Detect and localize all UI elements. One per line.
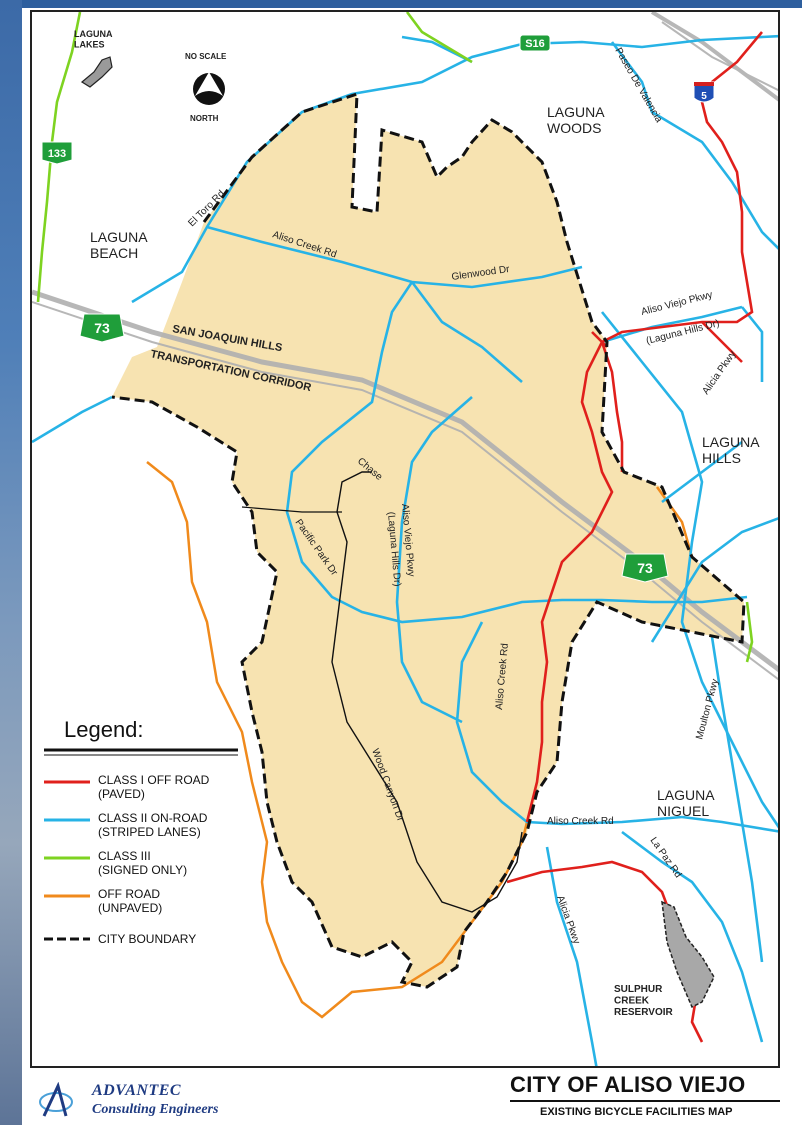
svg-text:S16: S16 xyxy=(525,38,545,50)
legend-class1-line2: (PAVED) xyxy=(98,787,145,801)
route-73-shield-west: 73 xyxy=(79,313,125,343)
legend-title: Legend: xyxy=(64,717,144,742)
route-133-shield: 133 xyxy=(41,141,73,165)
north-label: NORTH xyxy=(190,114,219,123)
north-arrow-icon xyxy=(193,72,225,105)
legend-offroad-line1: OFF ROAD xyxy=(98,887,160,901)
logo-subtitle: Consulting Engineers xyxy=(92,1102,219,1117)
footer xyxy=(22,1068,802,1125)
chase-trail xyxy=(241,506,342,513)
no-scale-label: NO SCALE xyxy=(185,52,227,61)
svg-text:5: 5 xyxy=(701,91,707,102)
aliso-viejo-pkwy-top-label: Aliso Viejo Pkwy xyxy=(640,290,714,318)
svg-text:133: 133 xyxy=(48,148,66,160)
svg-text:73: 73 xyxy=(94,320,110,336)
city-area xyxy=(112,94,744,987)
map-subtitle: EXISTING BICYCLE FACILITIES MAP xyxy=(540,1106,733,1118)
title-rule xyxy=(510,1100,780,1102)
legend-class2-line1: CLASS II ON-ROAD xyxy=(98,811,208,825)
top-band xyxy=(0,0,802,8)
legend-boundary-line1: CITY BOUNDARY xyxy=(98,932,196,946)
city-boundary xyxy=(111,91,746,989)
advantec-logo: ADVANTEC Consulting Engineers xyxy=(36,1080,276,1120)
aliso-creek-low-label: Aliso Creek Rd xyxy=(547,816,614,827)
laguna-hills-dr-top-label: (Laguna Hills Dr) xyxy=(645,318,720,347)
logo-name: ADVANTEC xyxy=(92,1082,182,1099)
route-73-shield-east: 73 xyxy=(621,553,669,583)
interstate-5-shield: 5 xyxy=(693,81,715,103)
map-title: CITY OF ALISO VIEJO xyxy=(510,1072,746,1097)
sulphur-creek-water xyxy=(661,900,715,1009)
laguna-lakes-water xyxy=(80,56,113,88)
legend-class1-line1: CLASS I OFF ROAD xyxy=(98,773,210,787)
wood-canyon-trail xyxy=(331,471,523,913)
la-paz-label: La Paz Rd xyxy=(648,835,684,880)
paseo-de-valencia-label: Paseo De Valencia xyxy=(612,46,664,125)
legend-offroad-line2: (UNPAVED) xyxy=(98,901,162,915)
legend-class2-line2: (STRIPED LANES) xyxy=(98,825,201,839)
route-s16-shield: S16 xyxy=(519,34,551,52)
legend-class3-line2: (SIGNED ONLY) xyxy=(98,863,187,877)
svg-text:73: 73 xyxy=(637,560,653,576)
alicia-top-label: Alicia Pkwy xyxy=(700,349,738,397)
legend-class3-line1: CLASS III xyxy=(98,849,151,863)
advantec-logo-icon xyxy=(39,1082,73,1117)
class2-routes xyxy=(32,34,778,1066)
legend: Legend: CLASS I OFF ROAD (PAVED) CLASS I… xyxy=(44,717,238,946)
background-photo-strip xyxy=(0,0,22,1125)
